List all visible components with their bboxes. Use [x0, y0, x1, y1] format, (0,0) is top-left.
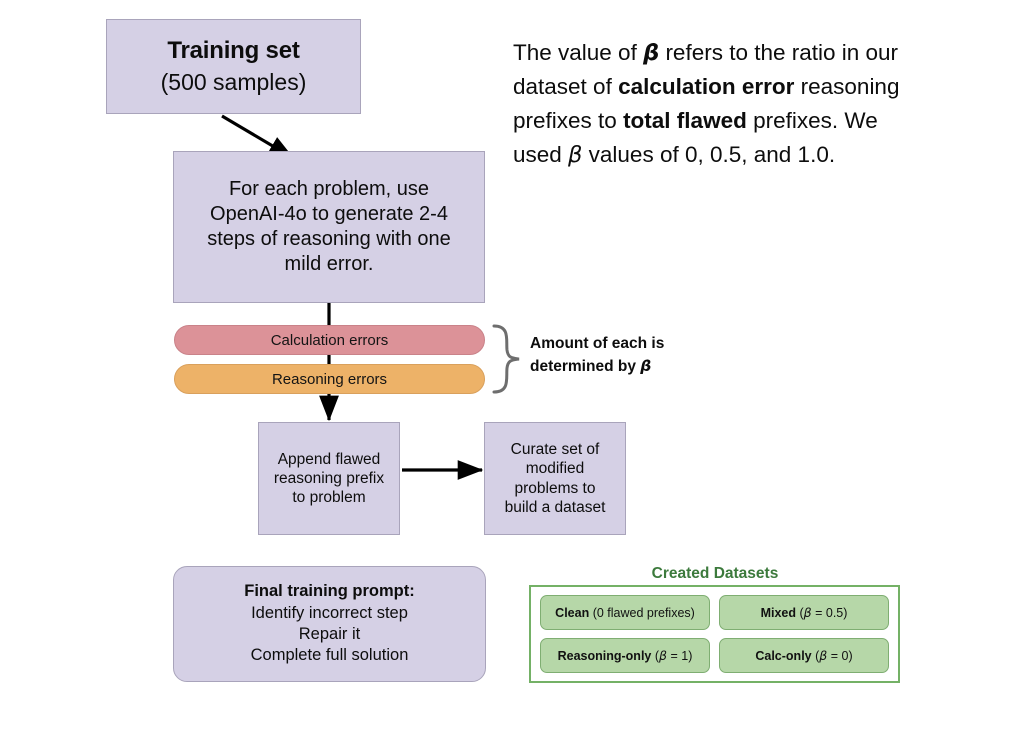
dataset-chip-reasoning-only[interactable]: Reasoning-only (β = 1): [540, 638, 710, 673]
append-prefix-box: Append flawed reasoning prefix to proble…: [258, 422, 400, 535]
dataset-chip-clean-name: Clean: [555, 606, 590, 620]
dataset-chip-clean[interactable]: Clean (0 flawed prefixes): [540, 595, 710, 630]
append-line-1: Append flawed: [277, 450, 381, 468]
curate-line-1: Curate set of: [510, 441, 600, 459]
dataset-chip-clean-detail-prefix: (0 flawed prefixes): [589, 606, 695, 620]
dataset-chip-reasoning-only-detail-suffix: = 1): [667, 649, 693, 663]
brace-icon: [492, 324, 520, 394]
training-set-title: Training set: [167, 37, 300, 65]
final-prompt-line-2: Repair it: [298, 625, 361, 643]
explanation-beta-symbol-1: β: [643, 39, 660, 66]
explanation-seg-5: values of 0, 0.5, and 1.0.: [582, 141, 836, 167]
generate-line-2: OpenAI-4o to generate 2-4: [210, 203, 448, 226]
generate-line-4: mild error.: [284, 252, 374, 275]
dataset-chip-reasoning-only-beta: β: [659, 648, 667, 663]
beta-explanation-paragraph: The value of β refers to the ratio in ou…: [513, 36, 913, 173]
dataset-chip-calc-only-beta: β: [819, 648, 828, 663]
reasoning-errors-label: Reasoning errors: [271, 370, 388, 388]
generate-line-3: steps of reasoning with one: [207, 228, 451, 250]
created-datasets-title: Created Datasets: [651, 565, 779, 582]
training-set-box: Training set (500 samples): [106, 19, 361, 114]
explanation-seg-2: refers to the ratio in our dataset of: [513, 39, 899, 100]
explanation-bold-total-flawed: total flawed: [623, 108, 747, 133]
reasoning-errors-pill: Reasoning errors: [174, 364, 485, 394]
dataset-chip-mixed-detail-suffix: = 0.5): [811, 606, 848, 620]
dataset-chip-calc-only-detail-prefix: (: [811, 649, 820, 663]
dataset-chip-mixed-detail-prefix: (: [796, 606, 804, 620]
dataset-chip-mixed-name: Mixed: [760, 606, 796, 620]
training-set-subtitle: (500 samples): [160, 69, 307, 96]
final-prompt-line-3: Complete full solution: [250, 646, 409, 665]
calculation-errors-pill: Calculation errors: [174, 325, 485, 355]
explanation-beta-symbol-2: β: [568, 141, 583, 168]
explanation-seg-4: prefixes. We used: [513, 108, 878, 167]
curate-line-2: modified: [525, 460, 585, 478]
brace-note-line-1: Amount of each is: [530, 335, 665, 352]
final-prompt-line-1: Identify incorrect step: [251, 603, 408, 622]
curate-line-4: build a dataset: [504, 498, 606, 516]
curate-line-3: problems to: [514, 479, 596, 497]
dataset-chip-reasoning-only-detail-prefix: (: [651, 649, 660, 663]
generate-line-1: For each problem, use: [228, 178, 430, 201]
explanation-bold-calculation-error: calculation error: [618, 74, 795, 100]
curate-dataset-box: Curate set of modified problems to build…: [484, 422, 626, 535]
created-datasets-panel: Clean (0 flawed prefixes) Mixed (β = 0.5…: [529, 585, 900, 683]
append-line-3: to problem: [292, 489, 366, 507]
dataset-chip-calc-only-detail-suffix: = 0): [827, 649, 853, 663]
dataset-chip-reasoning-only-name: Reasoning-only: [557, 649, 652, 663]
append-line-2: reasoning prefix: [273, 469, 385, 487]
final-prompt-title: Final training prompt:: [244, 582, 415, 601]
dataset-chip-mixed-beta: β: [803, 605, 812, 620]
explanation-seg-1: The value of: [513, 39, 644, 65]
calculation-errors-label: Calculation errors: [270, 331, 389, 349]
final-training-prompt-box: Final training prompt: Identify incorrec…: [173, 566, 486, 682]
brace-note-line-2: determined by: [530, 358, 641, 375]
brace-note-beta-symbol: β: [640, 357, 652, 375]
generate-reasoning-box: For each problem, use OpenAI-4o to gener…: [173, 151, 485, 303]
dataset-chip-calc-only[interactable]: Calc-only (β = 0): [719, 638, 889, 673]
explanation-seg-3: reasoning prefixes to: [513, 74, 900, 133]
dataset-chip-mixed[interactable]: Mixed (β = 0.5): [719, 595, 889, 630]
dataset-chip-calc-only-name: Calc-only: [755, 649, 812, 663]
brace-annotation: Amount of each is determined by β: [530, 333, 730, 378]
